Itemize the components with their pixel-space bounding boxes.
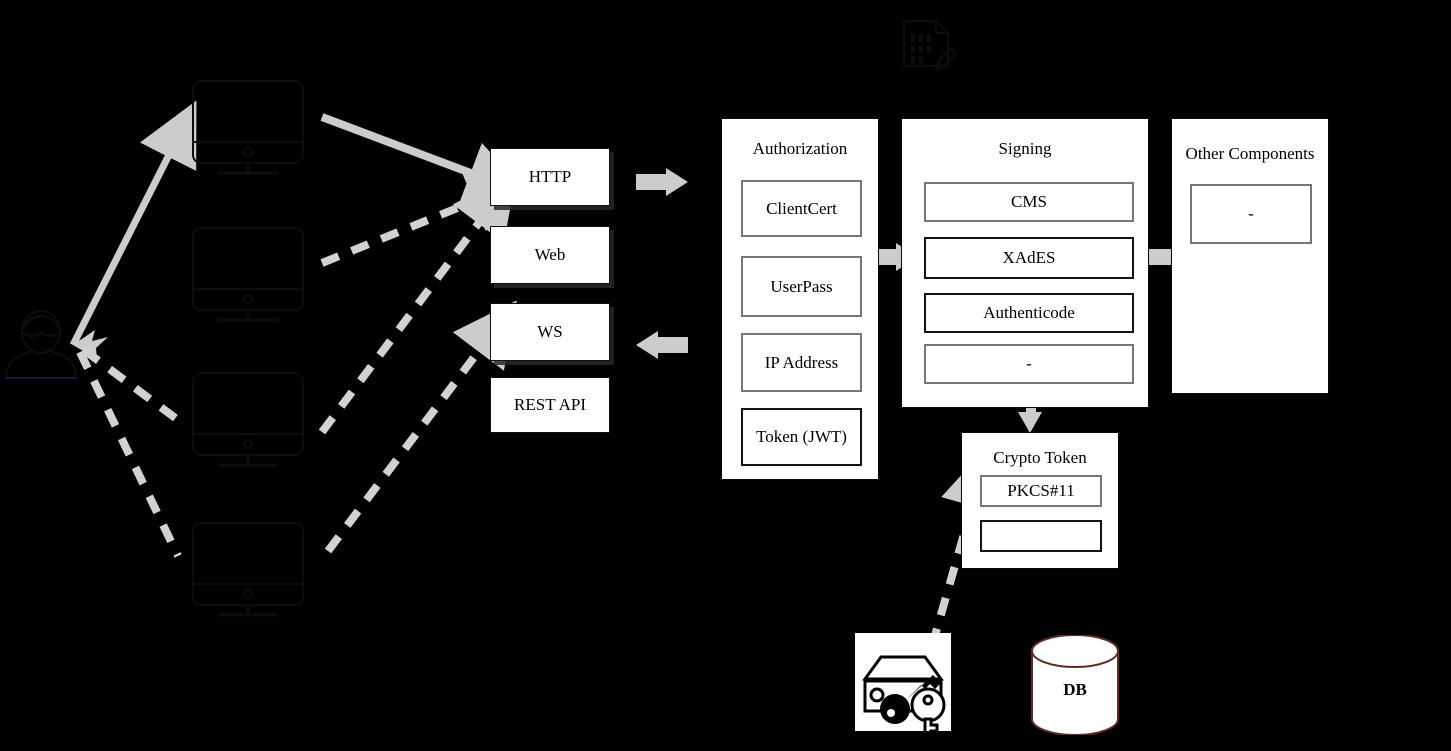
monitor-icon-client-1 — [192, 80, 304, 175]
connector-http-to-authorization — [636, 168, 688, 196]
signing-item-placeholder[interactable]: - — [924, 344, 1134, 384]
signing-item-xades[interactable]: XAdES — [924, 237, 1134, 279]
connector-authorization-to-ws — [636, 331, 688, 359]
protocol-box-http[interactable]: HTTP — [490, 148, 610, 206]
authorization-panel-title: Authorization — [752, 139, 848, 158]
other-components-item-placeholder[interactable]: - — [1190, 184, 1312, 244]
database-label: DB — [1063, 680, 1087, 699]
protocol-box-rest-api[interactable]: REST API — [490, 377, 610, 433]
signing-item-authenticode[interactable]: Authenticode — [924, 293, 1134, 333]
crypto-token-item-empty[interactable] — [980, 520, 1102, 552]
protocol-box-web[interactable]: Web — [490, 226, 610, 284]
authorization-item-ip-address[interactable]: IP Address — [741, 333, 862, 392]
other-components-panel: Other Components - — [1171, 118, 1329, 394]
authorization-item-clientcert[interactable]: ClientCert — [741, 180, 862, 237]
user-actor-icon — [4, 310, 78, 379]
crypto-token-panel: Crypto Token PKCS#11 — [961, 432, 1119, 569]
monitor-icon-client-4 — [192, 522, 304, 617]
database-icon — [1031, 635, 1119, 735]
authorization-panel: Authorization ClientCert UserPass IP Add… — [721, 118, 879, 480]
authorization-item-userpass[interactable]: UserPass — [741, 256, 862, 317]
signing-panel-title: Signing — [998, 139, 1052, 158]
protocol-box-ws[interactable]: WS — [490, 303, 610, 361]
other-components-panel-title: Other Components — [1185, 144, 1315, 163]
signed-document-icon — [903, 20, 958, 72]
authorization-item-token-jwt[interactable]: Token (JWT) — [741, 408, 862, 466]
crypto-token-item-pkcs11[interactable]: PKCS#11 — [980, 475, 1102, 507]
hsm-key-icon — [855, 633, 951, 731]
connector-client4-to-ws — [324, 300, 517, 554]
monitor-icon-client-2 — [192, 227, 304, 322]
signing-item-cms[interactable]: CMS — [924, 182, 1134, 222]
connector-client-top-to-http — [320, 113, 531, 203]
connector-user-to-client3 — [81, 346, 181, 424]
monitor-icon-client-3 — [192, 372, 304, 467]
connector-user-to-client2 — [76, 350, 182, 558]
crypto-token-panel-title: Crypto Token — [993, 448, 1087, 467]
connector-client3-to-ws — [318, 172, 517, 435]
connector-user-to-client1 — [69, 100, 197, 347]
connector-client1-to-http — [320, 171, 533, 267]
signing-panel: Signing CMS XAdES Authenticode - — [901, 118, 1149, 408]
